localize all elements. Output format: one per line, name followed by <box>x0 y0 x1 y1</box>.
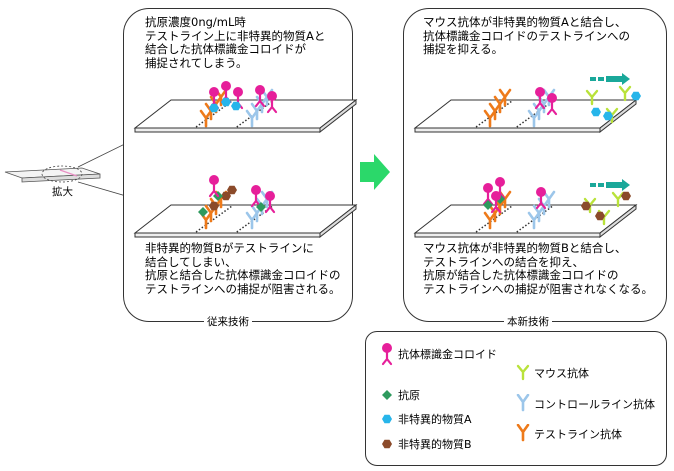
legend-gold-colloid-label: 抗体標識金コロイド <box>398 348 497 361</box>
substance-b-icon <box>382 439 392 449</box>
right-bottom-flow-arrow <box>606 179 630 191</box>
legend <box>365 331 667 466</box>
legend-control-antibody-label: コントロールライン抗体 <box>534 398 655 411</box>
right-top-text: マウス抗体が非特異的物質Aと結合し、 抗体標識金コロイドのテストラインへの 捕捉… <box>423 15 630 56</box>
left-bottom-text: 非特異的物質Bがテストラインに 結合してしまい、 抗原と結合した抗体標識金コロイ… <box>145 241 341 296</box>
antigen-icon <box>382 390 392 400</box>
mouse-antibody-icon <box>516 364 530 381</box>
right-plate-bottom-side <box>599 203 637 239</box>
legend-mouse-antibody-label: マウス抗体 <box>534 367 589 380</box>
legend-antigen: 抗原 <box>380 386 420 404</box>
test-antibody-icon <box>516 424 530 442</box>
right-caption: 本新技術 <box>504 314 552 329</box>
left-plate-top-line1 <box>195 100 233 128</box>
left-caption: 従来技術 <box>204 314 252 329</box>
right-top-flow-arrow <box>606 73 630 85</box>
legend-substance-b-label: 非特異的物質B <box>398 438 472 451</box>
right-plate-top-line2 <box>516 100 554 128</box>
legend-substance-a: 非特異的物質A <box>380 410 472 428</box>
right-bottom-text: マウス抗体が非特異的物質Bと結合し、 テストラインへの結合を抑え、 抗原が結合し… <box>423 241 653 296</box>
left-plate-bottom-line2 <box>236 205 274 233</box>
right-bottom-flow-dash <box>590 183 596 187</box>
right-top-flow-dash <box>598 77 604 81</box>
left-panel <box>123 8 353 322</box>
control-antibody-icon <box>516 394 530 412</box>
legend-gold-colloid: 抗体標識金コロイド <box>380 342 497 366</box>
left-plate-top-side <box>319 98 357 134</box>
substance-a-icon <box>382 414 392 424</box>
legend-test-antibody-label: テストライン抗体 <box>534 428 622 441</box>
right-top-flow-dash <box>590 77 596 81</box>
gold-colloid-icon <box>380 342 394 366</box>
right-bottom-flow-dash <box>598 183 604 187</box>
strip-label: 拡大 <box>52 186 73 198</box>
left-plate-bottom-side <box>319 203 357 239</box>
test-strip <box>4 165 101 183</box>
legend-control-antibody: コントロールライン抗体 <box>516 394 655 413</box>
legend-mouse-antibody: マウス抗体 <box>516 364 589 382</box>
legend-test-antibody: テストライン抗体 <box>516 424 622 443</box>
left-plate-bottom-line1 <box>195 205 233 233</box>
right-plate-top-side <box>599 98 637 134</box>
legend-substance-b: 非特異的物質B <box>380 435 472 453</box>
left-top-text: 抗原濃度0ng/mL時 テストライン上に非特異的物質Aと 結合した抗体標識金コロ… <box>145 15 326 70</box>
legend-antigen-label: 抗原 <box>398 389 420 402</box>
legend-substance-a-label: 非特異的物質A <box>398 413 472 426</box>
